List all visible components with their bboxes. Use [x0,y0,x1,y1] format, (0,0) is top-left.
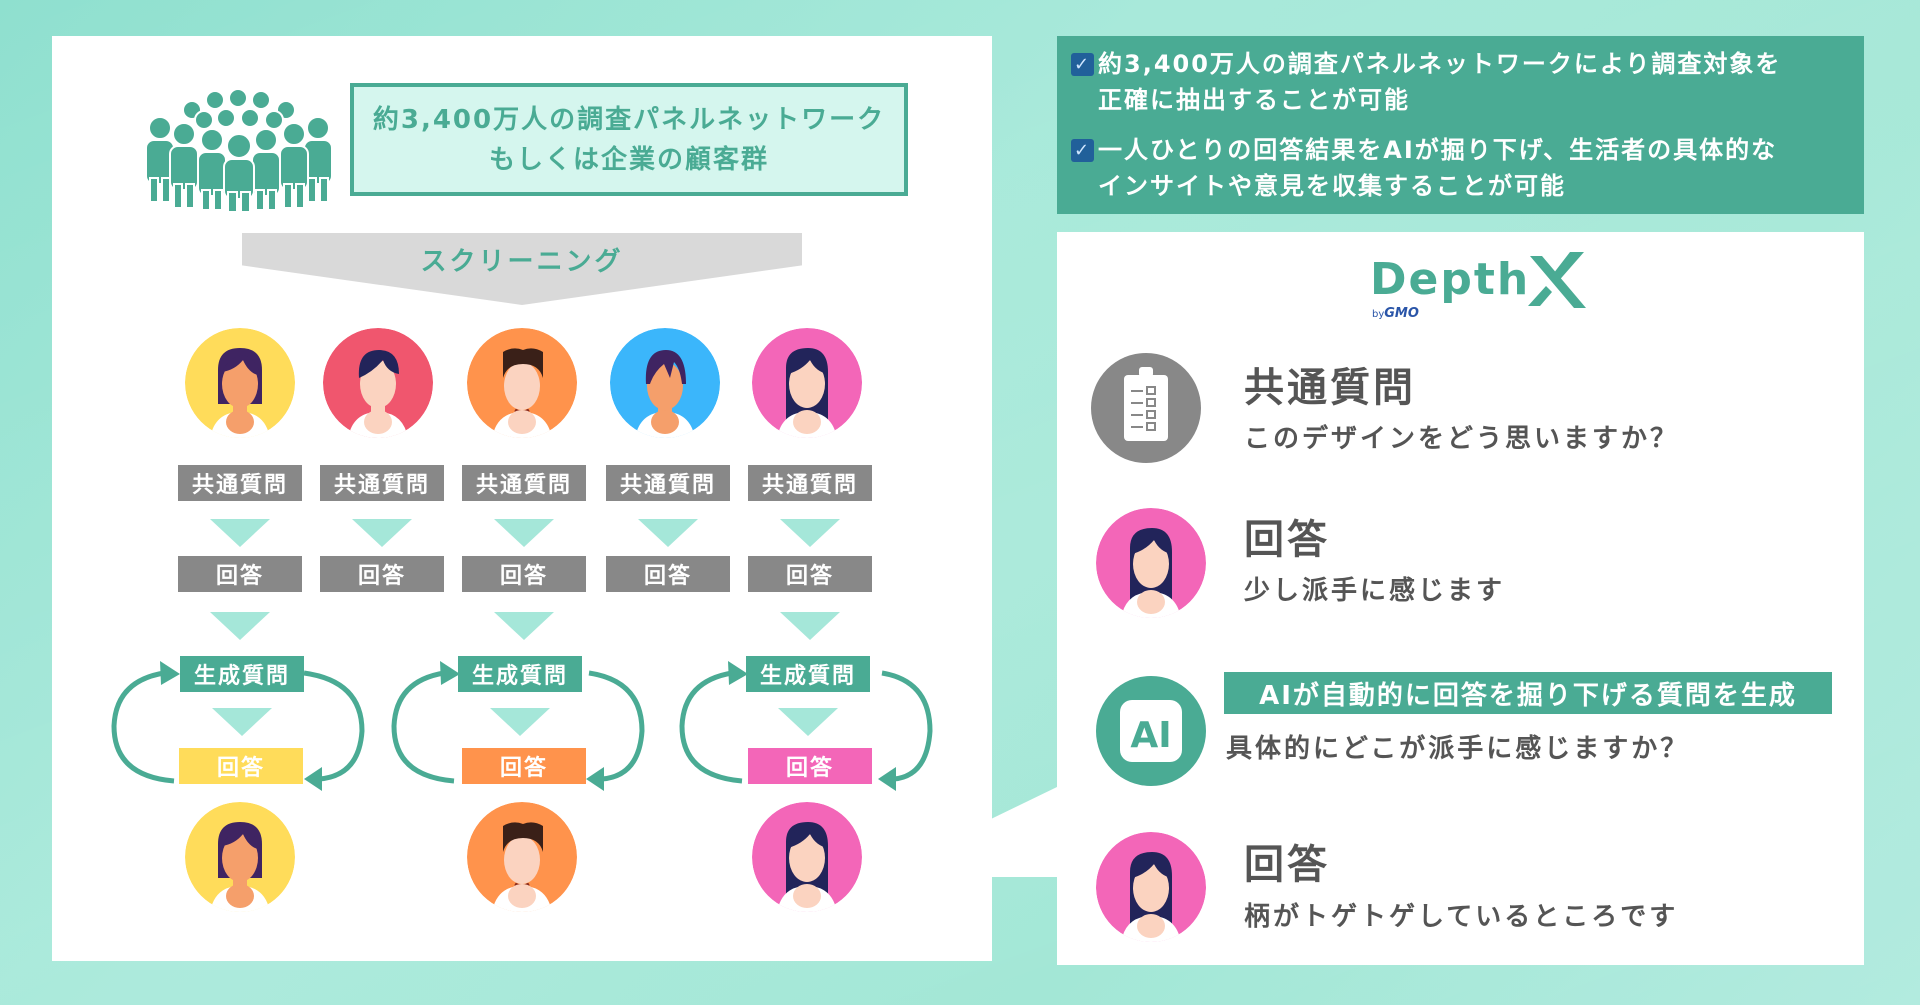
woman-avatar-icon [752,802,862,912]
answer-text-1: 少し派手に感じます [1244,576,1506,606]
screening-label: スクリーニング [420,247,624,277]
flow-arrow-down [780,612,840,640]
population-line-1: 約3,400万人の調査パネルネットワーク [372,104,886,135]
woman-avatar-icon [610,328,720,438]
flow-arrow-down [778,708,838,736]
logo-byline: byGMO [1372,306,1419,321]
ai-question-text: 具体的にどこが派手に感じますか？ [1226,734,1690,764]
generated-question-box-3: 生成質問 [746,656,870,692]
respondent-avatar-3-followup [467,802,577,912]
flow-arrow-down [494,519,554,547]
flow-arrow-down [490,708,550,736]
answer-box-1: 回答 [178,556,302,592]
flow-arrow-down [494,612,554,640]
ai-icon: AI [1096,676,1206,786]
respondent-avatar-icon [1096,508,1206,618]
answer-title-2: 回答 [1244,842,1330,888]
depthx-logo: Depth byGMO [1370,250,1600,330]
common-question-title: 共通質問 [1244,365,1416,411]
man-avatar-icon [467,802,577,912]
loop-arrows-3 [679,661,933,791]
benefit-2-line-2: インサイトや意見を収集することが可能 [1098,172,1566,200]
ai-generation-tag: AIが自動的に回答を掘り下げる質問を生成 [1224,672,1832,714]
respondent-avatar-icon [1096,832,1206,942]
answer-title-1: 回答 [1244,517,1330,563]
flow-arrow-down [352,519,412,547]
left-flow-panel: 約3,400万人の調査パネルネットワーク もしくは企業の顧客群 スクリーニング … [52,36,992,961]
answer-box-2: 回答 [320,556,444,592]
benefit-item-1: ✓ 約3,400万人の調査パネルネットワークにより調査対象を 正確に抽出すること… [1071,46,1850,118]
benefit-1-line-1: 約3,400万人の調査パネルネットワークにより調査対象を [1098,50,1782,78]
common-question-box-1: 共通質問 [178,465,302,501]
loop-arrows-1 [111,661,365,791]
people-group-icon [145,88,333,212]
checkbox-checked-icon: ✓ [1071,139,1094,162]
byline-prefix: by [1372,309,1385,320]
population-line-2: もしくは企業の顧客群 [488,144,769,175]
logo-x-mark-icon [1528,252,1586,308]
woman-avatar-icon [752,328,862,438]
loop-arrows-2 [391,661,645,791]
logo-wordmark: Depth [1370,254,1531,305]
benefit-1-line-2: 正確に抽出することが可能 [1098,86,1410,114]
answer-box-5: 回答 [748,556,872,592]
common-question-box-4: 共通質問 [606,465,730,501]
population-box: 約3,400万人の調査パネルネットワーク もしくは企業の顧客群 [350,83,908,196]
benefit-2-line-1: 一人ひとりの回答結果をAIが掘り下げ、生活者の具体的な [1098,136,1778,164]
woman-avatar-icon [323,328,433,438]
deep-answer-box-2: 回答 [462,748,586,784]
clipboard-checklist-icon [1091,353,1201,463]
benefits-box: ✓ 約3,400万人の調査パネルネットワークにより調査対象を 正確に抽出すること… [1057,36,1864,214]
flow-arrow-down [638,519,698,547]
respondent-avatar-5 [752,328,862,438]
answer-box-3: 回答 [462,556,586,592]
common-question-box-2: 共通質問 [320,465,444,501]
checkbox-checked-icon: ✓ [1071,53,1094,76]
woman-avatar-icon [185,802,295,912]
flow-arrow-down [210,519,270,547]
respondent-avatar-1 [185,328,295,438]
respondent-avatar-1-followup [185,802,295,912]
respondent-avatar-5-followup [752,802,862,912]
respondent-avatar-2 [323,328,433,438]
deep-answer-box-3: 回答 [748,748,872,784]
byline-brand: GMO [1384,306,1419,321]
generated-question-box-1: 生成質問 [180,656,304,692]
answer-box-4: 回答 [606,556,730,592]
svg-text:AI: AI [1130,715,1171,756]
common-question-box-5: 共通質問 [748,465,872,501]
deep-answer-box-1: 回答 [179,748,303,784]
generated-question-box-2: 生成質問 [458,656,582,692]
answer-text-2: 柄がトゲトゲしているところです [1244,902,1679,932]
common-question-text: このデザインをどう思いますか？ [1244,424,1680,454]
flow-arrow-down [212,708,272,736]
flow-arrow-down [780,519,840,547]
respondent-avatar-4 [610,328,720,438]
common-question-box-3: 共通質問 [462,465,586,501]
benefit-item-2: ✓ 一人ひとりの回答結果をAIが掘り下げ、生活者の具体的な インサイトや意見を収… [1071,132,1850,204]
woman-avatar-icon [185,328,295,438]
respondent-avatar-3 [467,328,577,438]
flow-arrow-down [210,612,270,640]
man-avatar-icon [467,328,577,438]
